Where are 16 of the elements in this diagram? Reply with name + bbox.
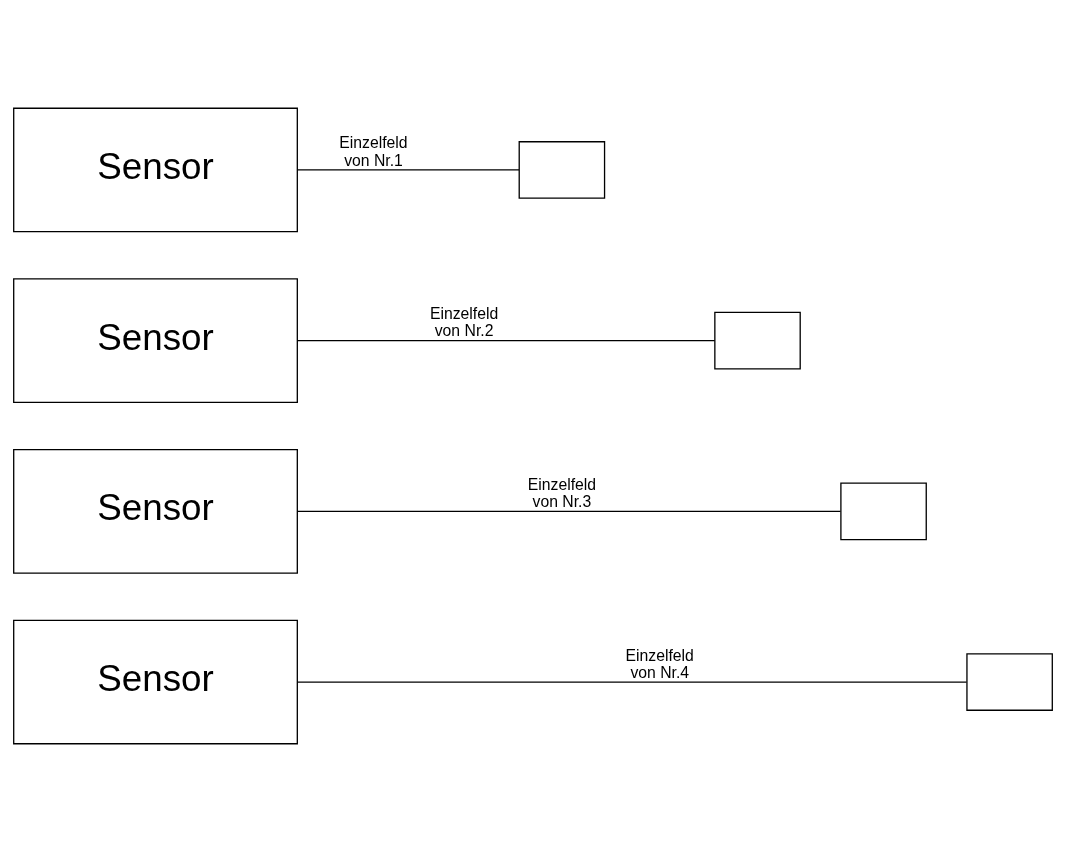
node-box: Sensor: [13, 278, 298, 404]
node-box: [714, 311, 801, 370]
connector: [296, 169, 520, 171]
edge-label: Einzelfeld von Nr.2: [429, 305, 499, 340]
node-box: [966, 653, 1053, 711]
node-box: [518, 141, 606, 199]
edge-label: Einzelfeld von Nr.1: [339, 134, 408, 169]
edge-label: Einzelfeld von Nr.4: [625, 646, 694, 681]
connector: [296, 510, 842, 512]
node-box: [840, 482, 927, 541]
node-box: Sensor: [13, 448, 298, 574]
node-box: Sensor: [13, 619, 298, 745]
node-box: Sensor: [13, 107, 298, 233]
edge-label: Einzelfeld von Nr.3: [527, 475, 597, 510]
connector: [296, 340, 716, 342]
connector: [296, 681, 968, 683]
